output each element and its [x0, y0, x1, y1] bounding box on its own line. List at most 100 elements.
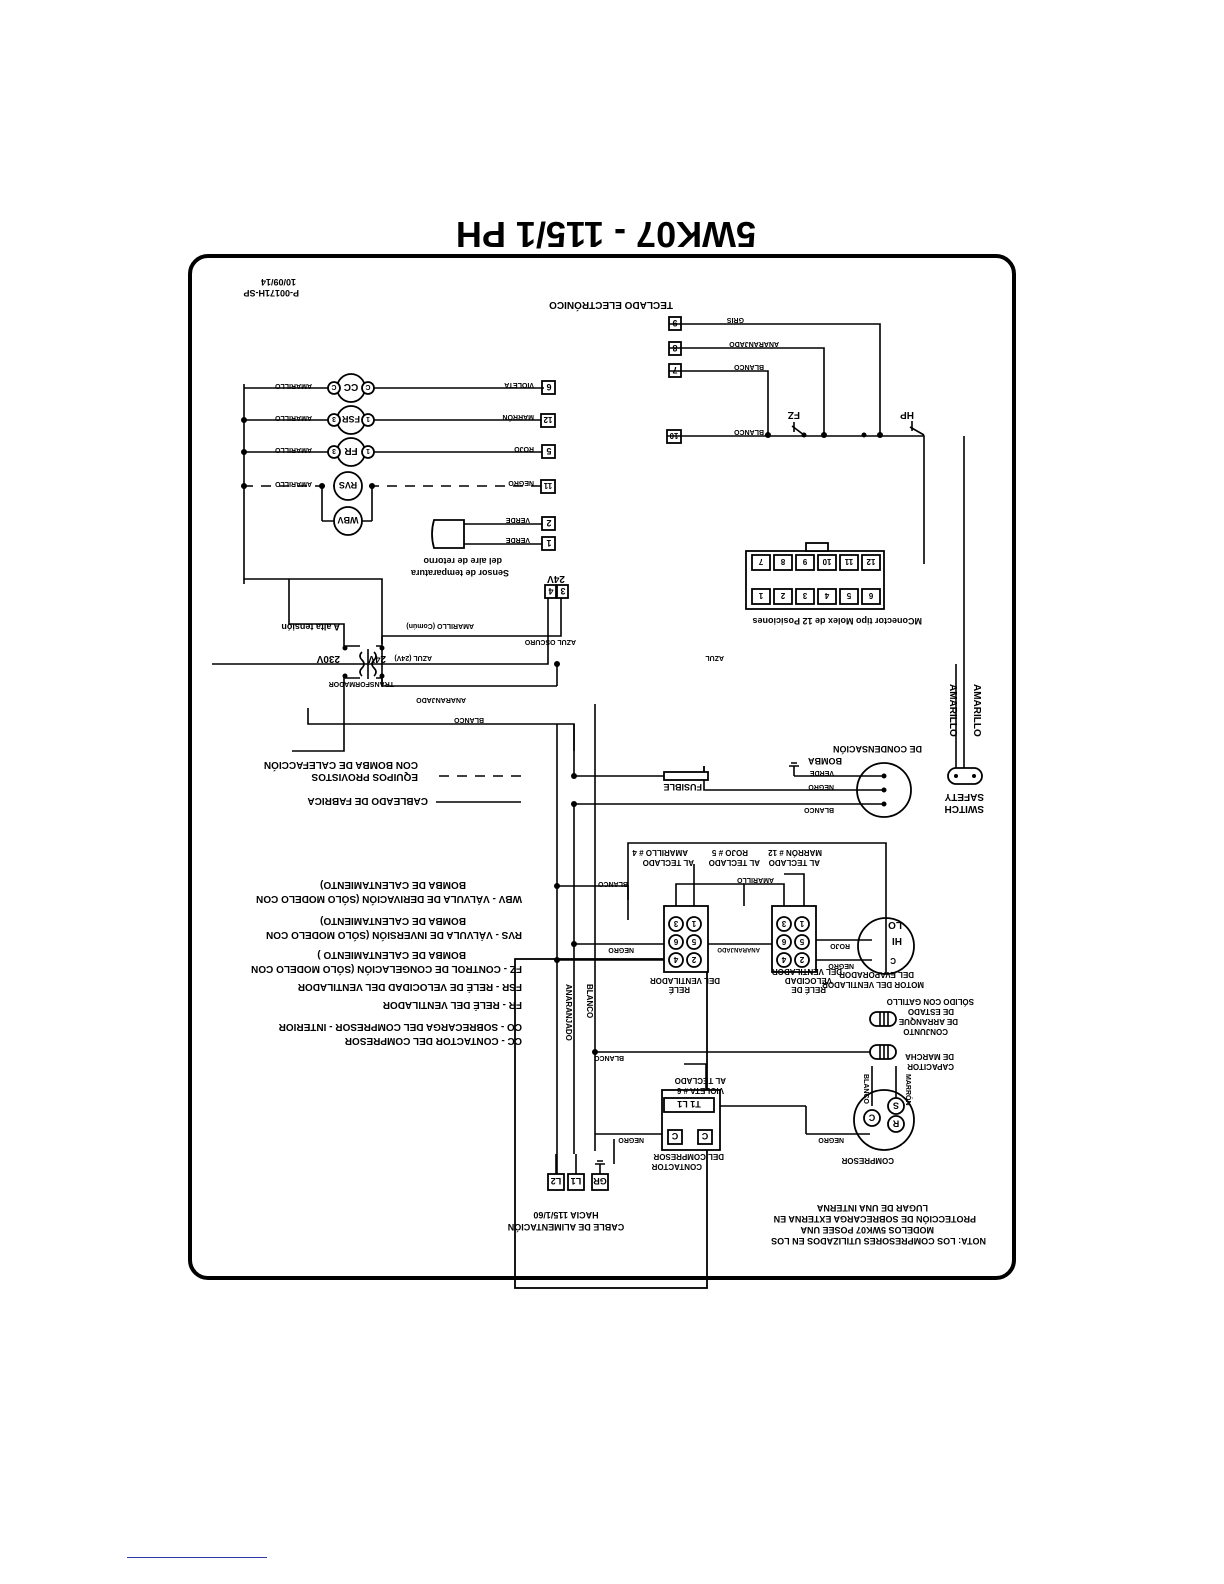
to-keypad-label-4: AL TECLADO	[675, 1076, 726, 1085]
wire-amarillo-comun-label: AMARILLO (Común)	[406, 622, 474, 629]
wire-negro-pump-label: NEGRO	[808, 783, 834, 790]
abbr-wbv: WBV - VÁLVULA DE DERIVACIÓN (SÓLO MODELO…	[256, 893, 522, 906]
wire-blanco-pump-label: BLANCO	[804, 806, 834, 813]
keypad-title: TECLADO ELECTRÓNICO	[549, 299, 673, 312]
fuse-wire	[574, 766, 705, 777]
speed-relay-pin-label: 6	[781, 937, 786, 946]
fuse-label: FUSIBLE	[663, 782, 702, 792]
molex-pin-label: 4	[824, 591, 829, 600]
fan-relay-pin	[686, 952, 702, 968]
molex-pin-bottom	[773, 588, 793, 605]
terminal-12: 12	[543, 415, 552, 424]
wire-blanco-relay-label: BLANCO	[598, 880, 628, 887]
rojo5-label: ROJO # 5	[711, 848, 748, 857]
compressor-pin-label: C	[868, 1113, 875, 1123]
wire-blanco-cap-label: BLANCO	[594, 1054, 624, 1061]
fan-relay: RELÉ DEL VENTILADOR AL TECLADO AMARILLO …	[554, 848, 744, 994]
wire-anaranjado-label: ANARANJADO	[729, 340, 779, 347]
keypad-terminals-right: 9 8 7 10	[666, 316, 682, 444]
wire-amarillo-safety-1: AMARILLO	[971, 684, 982, 737]
fan-relay-pin-label: 1	[691, 919, 696, 928]
rvs-coil	[333, 471, 363, 501]
speed-relay-pin	[794, 934, 810, 950]
fan-relay-pin	[686, 934, 702, 950]
abbr-wbv-2: BOMBA DE CALENTAMIENTO)	[320, 879, 466, 890]
molex-pin-bottom	[795, 588, 815, 605]
wire-marron-comp-label: MARRÓN	[904, 1074, 913, 1106]
doc-date: 10/09/14	[261, 277, 296, 287]
to-keypad-label-1: AL TECLADO	[769, 858, 820, 867]
compressor-pin-label: S	[893, 1101, 899, 1111]
abbr-rvs-2: BOMBA DE CALENTAMIENTO)	[320, 915, 466, 926]
molex-pin-label: 6	[868, 591, 873, 600]
wire-marron-label: MARRÓN	[503, 413, 535, 422]
hp-label: HP	[900, 409, 914, 420]
start-kit-capacitor: BLANCO SÓLIDO CON GATILLO DE ESTADO DE A…	[592, 997, 974, 1071]
condensation-pump: BOMBA DE CONDENSACIÓN FUSIBLE VERDE NEGR…	[574, 744, 922, 818]
wire-negro-fan-label: NEGRO	[828, 962, 854, 969]
wire-verde-2-label: VERDE	[506, 516, 530, 523]
fan-motor-hi-label: HI	[892, 935, 902, 946]
wire-blanco-main-label: BLANCO	[585, 984, 594, 1018]
left-side-relays: CC C C FSR 1 3 FR 1 3 RVS WBV VIOLETA MA…	[241, 373, 544, 636]
start-kit-label-2: DE ARRANQUE	[898, 1017, 958, 1026]
wire-blanco-7-label: BLANCO	[734, 363, 764, 370]
return-air-sensor: VERDE VERDE Sensor de temparatura del ai…	[410, 516, 542, 578]
sensor-label-2: del aire de retorno	[423, 556, 502, 566]
speed-relay-pin	[776, 916, 792, 932]
abbr-fsr: FSR - RELÉ DE VELOCIDAD DEL VENTILADOR	[297, 981, 522, 994]
safety-switch-label-1: SAFETY	[944, 791, 984, 802]
molex-pin-label: 10	[822, 557, 831, 566]
molex-pin-label: 2	[780, 591, 785, 600]
amarillo4-label: AMARILLO # 4	[632, 848, 688, 857]
wire-amarillo-cc-label: AMARILLO	[275, 382, 312, 389]
fan-motor-label-1: MOTOR DEL VENTILADOR	[822, 980, 924, 989]
wire-amarillo-relay-label: AMARILLO	[737, 876, 774, 883]
wire-amarillo-safety-2: AMARILLO	[947, 684, 958, 737]
wire-anaranjado-relay-label: ANARANJADO	[717, 946, 760, 952]
fan-motor-lo-label: LO	[888, 919, 902, 930]
fan-relay-pin-label: 2	[691, 955, 696, 964]
terminal-2: 2	[546, 518, 551, 528]
contactor-c-1: C	[701, 1131, 708, 1141]
speed-relay-pin-label: 1	[799, 919, 804, 928]
note-line-4: LUGAR DE UNA INTERNA	[816, 1203, 928, 1213]
note-line-2: MODELOS 5WK07 POSEE UNA	[800, 1225, 934, 1235]
molex-pin-bottom	[861, 588, 881, 605]
marron12-label: MARRÓN # 12	[768, 848, 822, 857]
terminal-l1: L1	[571, 1176, 582, 1186]
transformer-24v: 24V	[368, 653, 386, 664]
speed-relay-label-2: VELOCIDAD	[785, 976, 832, 985]
compressor-pin-label: R	[892, 1119, 899, 1129]
terminal-11: 11	[543, 481, 552, 490]
wire-anaranjado-main-label: ANARANJADO	[564, 984, 573, 1041]
wire-violeta-label: VIOLETA	[504, 381, 534, 388]
terminal-6: 6	[546, 382, 551, 392]
fsr-term-3: 3	[332, 415, 336, 422]
speed-relay-pin-label: 3	[781, 919, 786, 928]
molex-pin-bottom	[751, 588, 771, 605]
wbv-coil	[333, 506, 363, 536]
fan-relay-pin-label: 4	[673, 955, 678, 964]
wbv-label: WBV	[338, 515, 359, 525]
cc-term-c2: C	[331, 383, 336, 390]
contactor-label-2: DEL COMPRESOR	[653, 1152, 724, 1161]
speed-relay-pin	[794, 952, 810, 968]
abbr-fz-2: BOMBA DE CALENTAMIENTO )	[317, 949, 466, 960]
wire-verde-pump-label: VERDE	[810, 769, 834, 776]
molex-pin-label: 5	[846, 591, 851, 600]
molex-pin-top	[817, 554, 837, 571]
compressor-note: NOTA: LOS COMPRESORES UTILIZADOS EN LOS …	[771, 1203, 986, 1246]
molex-pin-label: 9	[802, 557, 807, 566]
contactor-c-2: C	[671, 1131, 678, 1141]
fsr-term-1: 1	[366, 415, 370, 422]
abbr-rvs: RVS - VÁLVULA DE INVERSIÓN (SÓLO MODELO …	[266, 929, 522, 942]
fan-relay-pin-label: 5	[691, 937, 696, 946]
safety-switch: SAFETY SWITCH AMARILLO AMARILLO	[944, 436, 984, 814]
fan-relay-pin-label: 6	[673, 937, 678, 946]
compressor-pins: SR C	[863, 1097, 905, 1133]
